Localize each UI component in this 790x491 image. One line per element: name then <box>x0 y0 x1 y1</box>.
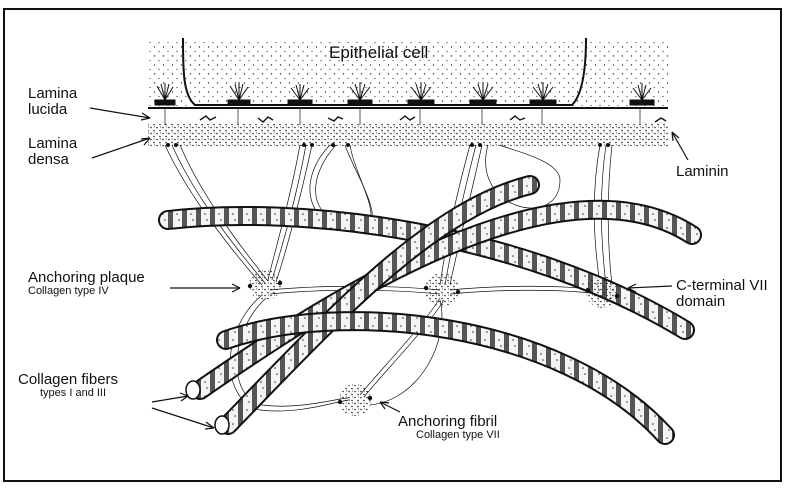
anchoring-fibril-title: Anchoring fibril <box>398 413 498 430</box>
label-arrows <box>89 107 689 430</box>
lamina-lucida-line1: Lamina <box>28 85 78 102</box>
c-terminal-label: C-terminal VII domain <box>676 278 768 310</box>
c-terminal-line2: domain <box>676 292 726 310</box>
c-terminal-line1: C-terminal VII <box>676 277 768 294</box>
lamina-densa-line1: Lamina <box>28 135 78 152</box>
epithelial-cell-label: Epithelial cell <box>329 43 429 62</box>
anchoring-fibril-subtitle: Collagen type VII <box>416 428 500 441</box>
lamina-lucida-label: Lamina lucida <box>28 86 77 118</box>
lamina-densa-line2: densa <box>28 150 69 168</box>
anchoring-plaque-subtitle: Collagen type IV <box>28 284 109 297</box>
anchoring-fibrils <box>164 144 613 412</box>
laminin-label: Laminin <box>676 163 729 180</box>
epithelial-cell-layer <box>148 37 668 109</box>
collagen-fibers <box>158 175 702 445</box>
lamina-lucida-line2: lucida <box>28 100 68 118</box>
lamina-densa <box>148 122 668 146</box>
hemidesmosomes <box>154 82 655 106</box>
lamina-densa-label: Lamina densa <box>28 136 77 168</box>
figure-frame <box>3 8 782 482</box>
collagen-fibers-subtitle: types I and III <box>40 386 107 399</box>
anchoring-plaque-label: Anchoring plaque Collagen type IV <box>28 270 145 297</box>
collagen-fibers-title: Collagen fibers <box>18 371 119 388</box>
anchoring-plaque-title: Anchoring plaque <box>28 269 145 286</box>
anchoring-fibril-label: Anchoring fibril Collagen type VII <box>398 414 500 441</box>
lamina-lucida <box>164 108 667 125</box>
collagen-fibers-label: Collagen fibers types I and III <box>18 372 118 399</box>
anchoring-plaques <box>166 143 620 416</box>
